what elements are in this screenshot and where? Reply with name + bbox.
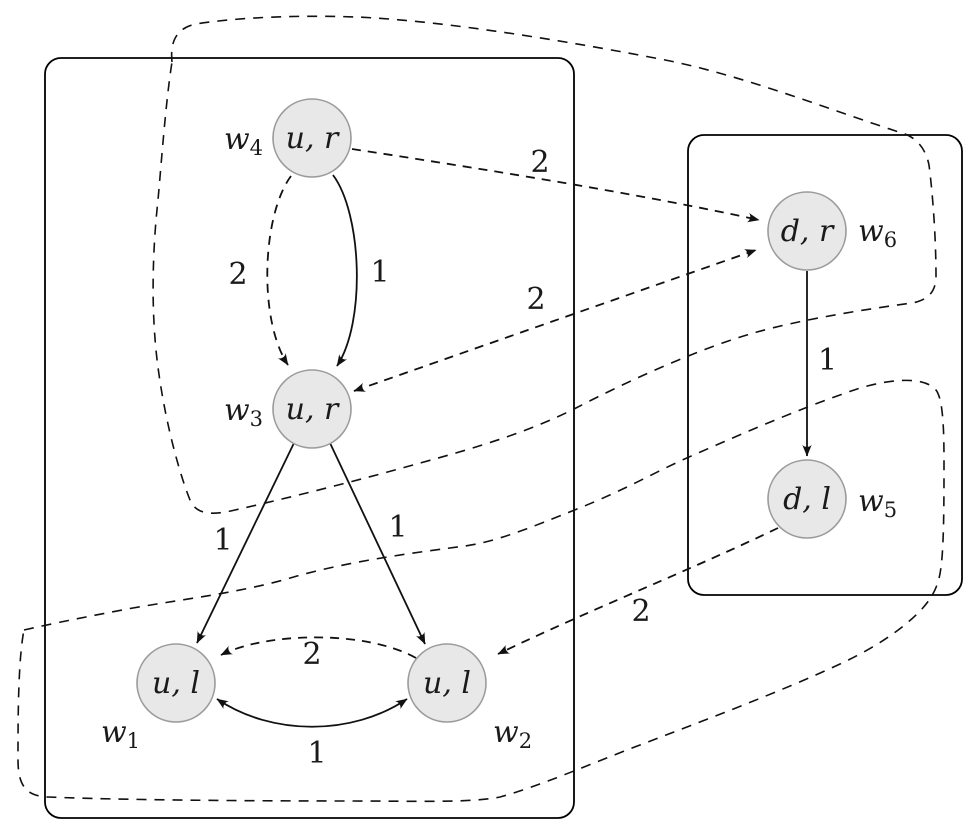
edge-w3-w1-action1: 1 (196, 442, 295, 644)
node-name-letter: w (224, 122, 250, 157)
node-w1: u, l w1 (101, 643, 216, 753)
edge-label: 2 (631, 594, 650, 629)
node-name-letter: w (858, 214, 884, 249)
edge-w4-w6-action2: 2 (351, 145, 760, 223)
node-w5: d, l w5 (767, 459, 897, 539)
node-w6: d, r w6 (767, 191, 897, 271)
node-w1-label: u, l (152, 666, 200, 701)
node-w1-name: w1 (101, 715, 140, 753)
node-w2-label: u, l (423, 666, 471, 701)
edge-w4-w3-action1: 1 (332, 174, 390, 367)
edge-w2-w1-action2: 2 (220, 636, 417, 672)
edge-label: 1 (307, 736, 326, 771)
node-w5-circle (767, 459, 847, 539)
partition-region-r-states (152, 15, 937, 514)
node-w4-name: w4 (224, 122, 263, 160)
node-name-letter: w (101, 715, 127, 750)
edge-label: 1 (213, 523, 232, 558)
partition-region-l-states (17, 379, 945, 803)
node-w2-circle (407, 643, 487, 723)
node-w4: u, r w4 (224, 98, 352, 178)
node-w3-circle (272, 369, 352, 449)
edge-w3-w6-action2-bidirectional: 2 (353, 249, 757, 392)
node-name-letter: w (493, 715, 519, 750)
edge-label: 2 (302, 637, 321, 672)
node-w3-name: w3 (224, 393, 263, 431)
edge-label: 1 (370, 255, 389, 290)
edge-label: 2 (228, 257, 247, 292)
node-w1-circle (136, 643, 216, 723)
node-name-subscript: 3 (250, 407, 263, 431)
node-w3-label: u, r (286, 392, 340, 427)
edge-w4-w3-action2: 2 (228, 175, 292, 366)
node-w5-label: d, l (783, 482, 831, 517)
node-w4-label: u, r (286, 121, 340, 156)
node-w6-name: w6 (858, 214, 897, 252)
node-name-subscript: 2 (519, 729, 532, 753)
node-w4-circle (272, 98, 352, 178)
node-w2: u, l w2 (407, 643, 532, 753)
node-w3: u, r w3 (224, 369, 352, 449)
edge-w1-w2-action1-bidirectional: 1 (216, 698, 408, 771)
edge-w5-w2-action2: 2 (497, 527, 779, 655)
node-name-subscript: 6 (884, 228, 897, 252)
node-name-subscript: 1 (127, 729, 140, 753)
node-w6-circle (767, 191, 847, 271)
model-box-left (44, 57, 575, 819)
node-name-subscript: 5 (884, 498, 897, 522)
node-name-subscript: 4 (250, 136, 263, 160)
edge-w6-w5-action1: 1 (802, 271, 837, 457)
node-name-letter: w (858, 484, 884, 519)
edge-label: 2 (530, 145, 549, 180)
edge-label: 2 (526, 282, 545, 317)
edge-label: 1 (388, 510, 407, 545)
node-w5-name: w5 (858, 484, 897, 522)
edge-w3-w2-action1: 1 (329, 442, 426, 645)
node-w6-label: d, r (781, 214, 835, 249)
edge-label: 1 (818, 343, 837, 378)
node-name-letter: w (224, 393, 250, 428)
node-w2-name: w2 (493, 715, 532, 753)
